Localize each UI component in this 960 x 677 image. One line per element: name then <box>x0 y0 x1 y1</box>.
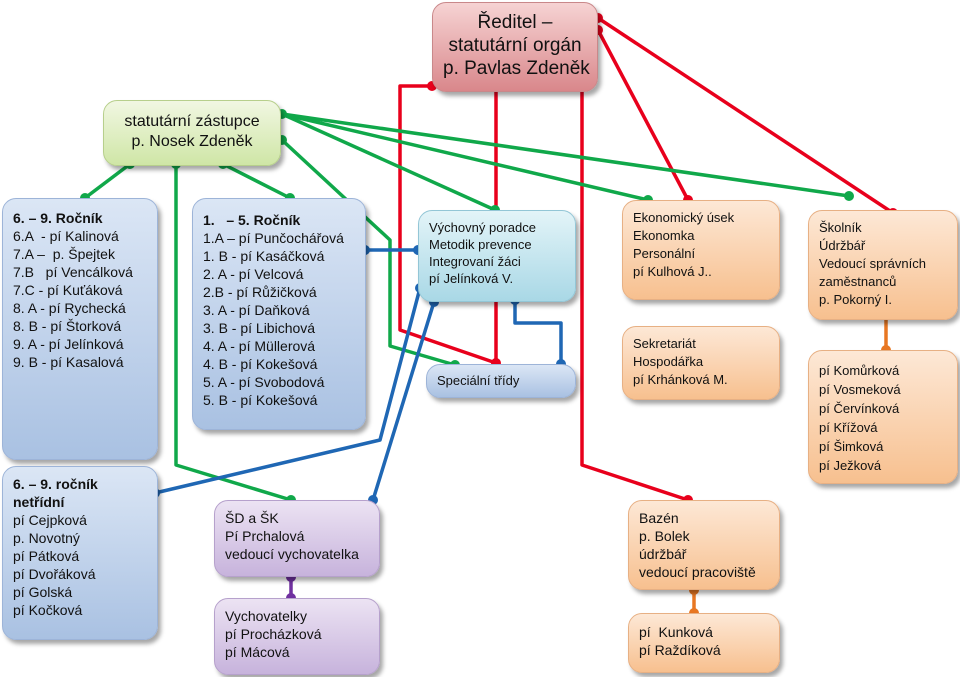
after-school-club-box: ŠD a ŠK Pí Prchalová vedoucí vychovatelk… <box>214 500 380 577</box>
janitor-role: Údržbář <box>819 238 866 253</box>
cleaner-name: pí Komůrková <box>819 363 900 378</box>
class-teacher: 1. B - pí Kasáčková <box>203 248 325 264</box>
class-teacher: 2. A - pí Velcová <box>203 266 304 282</box>
janitor-role: zaměstnanců <box>819 274 897 289</box>
teacher-name: pí Kočková <box>13 602 83 618</box>
director-name: p. Pavlas Zdeněk <box>443 58 590 79</box>
connector-director-janitor <box>597 16 894 215</box>
pool-box: Bazén p. Bolek údržbář vedoucí pracovišt… <box>628 500 780 590</box>
class-teacher: 2.B - pí Růžičková <box>203 284 317 300</box>
class-teacher: 8. A - pí Rychecká <box>13 300 126 316</box>
club-title: ŠD a ŠK <box>225 510 279 526</box>
secretariat-title: Sekretariát <box>633 336 696 351</box>
special-classes-label: Speciální třídy <box>437 373 520 388</box>
secretariat-role: Hospodářka <box>633 354 704 369</box>
teacher-name: pí Pátková <box>13 548 80 564</box>
grades-1-5-box: 1. – 5. Ročník 1.A – pí Punčochářová 1. … <box>192 198 366 430</box>
club-leader: Pí Prchalová <box>225 528 305 544</box>
class-teacher: 7.A – p. Špejtek <box>13 246 115 262</box>
cleaner-name: pí Červínková <box>819 401 900 416</box>
connector-deputy-counsel <box>281 112 496 212</box>
counselor-name: pí Jelínková V. <box>429 271 514 286</box>
deputy-name: p. Nosek Zdeněk <box>131 133 253 150</box>
class-teacher: 7.C - pí Kuťáková <box>13 282 123 298</box>
director-box: Ředitel – statutární orgán p. Pavlas Zde… <box>432 2 598 92</box>
class-teacher: 9. A - pí Jelínková <box>13 336 124 352</box>
janitor-role: Vedoucí správních <box>819 256 926 271</box>
pool-staff-box: pí Kunková pí Raždíková <box>628 613 780 673</box>
pool-role: údržbář <box>639 546 687 562</box>
educators-box: Vychovatelky pí Procházková pí Mácová <box>214 598 380 675</box>
pool-name: p. Bolek <box>639 528 690 544</box>
non-class-subheading: netřídní <box>13 494 65 510</box>
cleaner-name: pí Šimková <box>819 439 884 454</box>
connector-director-economic <box>596 29 690 201</box>
connector-deputy-grades15 <box>222 162 291 200</box>
cleaner-name: pí Vosmeková <box>819 382 901 397</box>
deputy-box: statutární zástupce p. Nosek Zdeněk <box>103 100 281 166</box>
teacher-name: pí Golská <box>13 584 73 600</box>
non-class-heading: 6. – 9. ročník <box>13 476 98 492</box>
integration-role: Integrovaní žáci <box>429 254 521 269</box>
director-role: statutární orgán <box>448 35 582 56</box>
economic-role: Personální <box>633 246 696 261</box>
class-teacher: 3. A - pí Daňková <box>203 302 310 318</box>
teacher-name: pí Dvořáková <box>13 566 96 582</box>
connector-counsel-nonclass <box>154 287 422 495</box>
class-teacher: 5. B - pí Kokešová <box>203 392 318 408</box>
janitor-title: Školník <box>819 220 862 235</box>
teacher-name: p. Novotný <box>13 530 80 546</box>
pool-staff-name: pí Raždíková <box>639 642 721 658</box>
deputy-title: statutární zástupce <box>124 113 260 130</box>
grades-6-9-heading: 6. – 9. Ročník <box>13 210 103 226</box>
janitor-name: p. Pokorný I. <box>819 292 892 307</box>
pool-staff-name: pí Kunková <box>639 624 713 640</box>
secretariat-name: pí Krhánková M. <box>633 372 728 387</box>
educator-name: pí Mácová <box>225 644 290 660</box>
janitor-box: Školník Údržbář Vedoucí správních zaměst… <box>808 210 958 320</box>
connector-counsel-club <box>371 301 436 501</box>
economic-title: Ekonomický úsek <box>633 210 735 225</box>
prevention-role: Metodik prevence <box>429 237 532 252</box>
economic-box: Ekonomický úsek Ekonomka Personální pí K… <box>622 200 780 300</box>
connector-director-special <box>398 84 497 365</box>
educators-title: Vychovatelky <box>225 608 307 624</box>
grades-1-5-heading: 1. – 5. Ročník <box>203 212 301 228</box>
class-teacher: 4. B - pí Kokešová <box>203 356 318 372</box>
connector-deputy-grades69 <box>83 162 132 200</box>
cleaner-name: pí Ježková <box>819 458 882 473</box>
educator-name: pí Procházková <box>225 626 322 642</box>
counselor-box: Výchovný poradce Metodik prevence Integr… <box>418 210 576 302</box>
class-teacher: 5. A - pí Svobodová <box>203 374 325 390</box>
connector-deputy-economic <box>281 112 649 202</box>
director-title: Ředitel – <box>477 12 553 33</box>
grades-6-9-box: 6. – 9. Ročník 6.A - pí Kalinová 7.A – p… <box>2 198 158 460</box>
class-teacher: 8. B - pí Štorková <box>13 318 122 334</box>
class-teacher: 3. B - pí Libichová <box>203 320 316 336</box>
secretariat-box: Sekretariát Hospodářka pí Krhánková M. <box>622 326 780 400</box>
club-role: vedoucí vychovatelka <box>225 546 359 562</box>
teacher-name: pí Cejpková <box>13 512 87 528</box>
pool-role: vedoucí pracoviště <box>639 564 756 580</box>
economic-name: pí Kulhová J.. <box>633 264 712 279</box>
non-class-teachers-box: 6. – 9. ročník netřídní pí Cejpková p. N… <box>2 466 158 640</box>
connector-director-pool <box>580 86 689 502</box>
connector-deputy-janitor <box>281 112 850 198</box>
connector-counsel-special <box>513 300 563 364</box>
connector-deputy-special <box>280 138 456 367</box>
economic-role: Ekonomka <box>633 228 695 243</box>
class-teacher: 4. A - pí Müllerová <box>203 338 316 354</box>
cleaner-name: pí Křížová <box>819 420 878 435</box>
cleaners-box: pí Komůrková pí Vosmeková pí Červínková … <box>808 350 958 484</box>
class-teacher: 9. B - pí Kasalová <box>13 354 124 370</box>
connector-deputy-club <box>174 164 292 502</box>
class-teacher: 6.A - pí Kalinová <box>13 228 119 244</box>
pool-title: Bazén <box>639 510 679 526</box>
counselor-role: Výchovný poradce <box>429 220 536 235</box>
class-teacher: 7.B pí Vencálková <box>13 264 133 280</box>
special-classes-box: Speciální třídy <box>426 364 576 398</box>
class-teacher: 1.A – pí Punčochářová <box>203 230 344 246</box>
